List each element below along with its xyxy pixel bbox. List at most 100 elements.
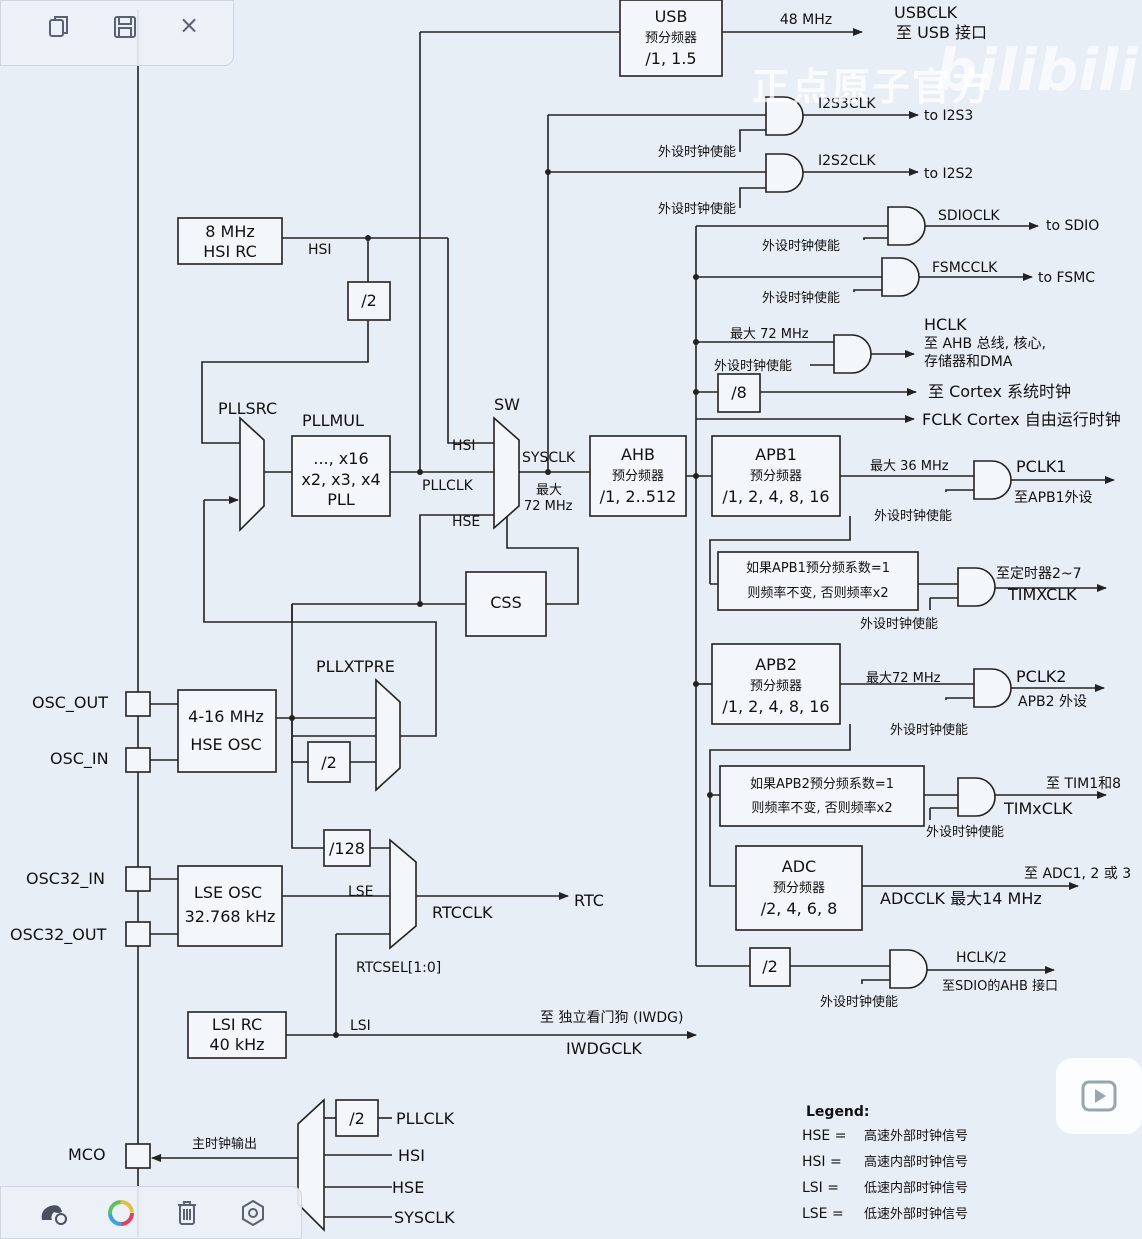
play-button[interactable] — [1056, 1058, 1142, 1134]
to-sdio-label: to SDIO — [1046, 218, 1099, 234]
hse-div2-box — [307, 741, 351, 783]
lse-box-name: LSE OSC — [194, 883, 262, 902]
osc32-out-label: OSC32_OUT — [10, 925, 107, 945]
hclk-desc-2: 存储器和DMA — [924, 354, 1013, 370]
hsi-line-label: HSI — [308, 242, 332, 258]
legend-key-lse: LSE = — [802, 1206, 844, 1222]
hsi-div2-label: /2 — [361, 291, 377, 310]
pll-box-line2: x2, x3, x4 — [301, 470, 380, 489]
mco-input-pllclk: PLLCLK — [396, 1109, 455, 1128]
hclk2-gate — [889, 949, 928, 989]
hclk-desc-1: 至 AHB 总线, 核心, — [924, 336, 1046, 352]
apb1-box-div: /1, 2, 4, 8, 16 — [722, 487, 829, 506]
rtcsel-label: RTCSEL[1:0] — [356, 960, 441, 976]
pclk2-label: PCLK2 — [1016, 667, 1066, 686]
top-toolbar: × — [0, 0, 234, 66]
ahb-box-sub: 预分频器 — [612, 469, 664, 484]
usb-box-sub: 预分频器 — [645, 31, 697, 46]
hse-osc-box — [177, 689, 277, 773]
sdio-gate — [887, 206, 926, 246]
div128-box — [323, 829, 371, 867]
sysclk-max-freq: 72 MHz — [524, 499, 573, 514]
mco-input-hse: HSE — [392, 1178, 424, 1197]
apb2-note-box — [719, 765, 925, 827]
legend-val-hsi: 高速内部时钟信号 — [864, 1154, 968, 1170]
legend-key-hsi: HSI = — [802, 1154, 842, 1170]
iwdgclk-label: IWDGCLK — [566, 1039, 642, 1058]
save-icon[interactable] — [105, 7, 145, 47]
usb-box-div: /1, 1.5 — [645, 49, 696, 68]
hclk-max-label: 最大 72 MHz — [730, 327, 809, 342]
sdio-enable-label: 外设时钟使能 — [762, 238, 840, 254]
hclk2-desc: 至SDIO的AHB 接口 — [942, 978, 1058, 994]
i2s3-enable-label: 外设时钟使能 — [658, 144, 736, 160]
color-settings-icon[interactable] — [33, 1193, 73, 1233]
adc-prescaler-box — [735, 845, 863, 931]
pclk1-desc: 至APB1外设 — [1014, 490, 1093, 506]
hsi-box-name: HSI RC — [203, 242, 256, 261]
osc32-in-pin — [125, 866, 151, 892]
i2s2clk-label: I2S2CLK — [818, 153, 876, 169]
pllmul-label: PLLMUL — [302, 411, 364, 430]
usb-interface-label: 至 USB 接口 — [896, 23, 987, 42]
timxclk2-gate — [957, 777, 996, 817]
sw-label: SW — [494, 395, 520, 414]
bottom-toolbar — [0, 1186, 302, 1239]
lsi-box-name: LSI RC — [212, 1015, 262, 1034]
osc32-out-pin — [125, 921, 151, 947]
pll-box-line1: ..., x16 — [313, 449, 368, 468]
adc-box-div: /2, 4, 6, 8 — [761, 899, 838, 918]
hsi-box-freq: 8 MHz — [205, 222, 255, 241]
mco-pin — [125, 1143, 151, 1169]
settings-icon[interactable] — [233, 1193, 273, 1233]
legend-key-hse: HSE = — [802, 1128, 846, 1144]
close-icon[interactable]: × — [178, 11, 200, 39]
hclk2-enable-label: 外设时钟使能 — [820, 994, 898, 1010]
rtcsel-mux — [389, 838, 417, 950]
mco-out-label: 主时钟输出 — [192, 1136, 257, 1152]
hclk-label: HCLK — [924, 315, 967, 334]
ahb-box-div: /1, 2..512 — [600, 487, 677, 506]
lse-box-freq: 32.768 kHz — [185, 907, 276, 926]
sysclk-max-label: 最大 — [536, 483, 562, 498]
i2s2-enable-label: 外设时钟使能 — [658, 201, 736, 217]
play-icon — [1081, 1080, 1117, 1112]
hclk-gate — [833, 334, 872, 374]
legend-val-hse: 高速外部时钟信号 — [864, 1128, 968, 1144]
fsmc-enable-label: 外设时钟使能 — [762, 290, 840, 306]
to-i2s3-label: to I2S3 — [924, 108, 973, 124]
copy-icon[interactable] — [39, 7, 79, 47]
timxclk2-enable-label: 外设时钟使能 — [926, 824, 1004, 840]
pclk2-gate — [973, 668, 1012, 708]
hclk-enable-label: 外设时钟使能 — [714, 358, 792, 374]
sw-mux — [493, 416, 520, 530]
ahb-prescaler-box — [589, 435, 687, 517]
apb2-box-div: /1, 2, 4, 8, 16 — [722, 697, 829, 716]
osc-in-label: OSC_IN — [50, 749, 109, 769]
i2s3clk-label: I2S3CLK — [818, 96, 876, 112]
legend-val-lse: 低速外部时钟信号 — [864, 1206, 968, 1222]
pllsrc-mux — [239, 416, 265, 532]
div8-label: /8 — [731, 383, 747, 402]
css-box — [465, 571, 547, 637]
hse-box-name: HSE OSC — [190, 735, 261, 754]
to-i2s2-label: to I2S2 — [924, 166, 973, 182]
adcclk-label: ADCCLK 最大14 MHz — [880, 889, 1042, 908]
pllxtpre-label: PLLXTPRE — [316, 657, 395, 676]
hclk2-label: HCLK/2 — [956, 950, 1007, 966]
rtcclk-label: RTCCLK — [432, 903, 493, 922]
hse-box-freq: 4-16 MHz — [188, 707, 264, 726]
osc-out-label: OSC_OUT — [32, 693, 108, 713]
fsmc-gate — [881, 257, 920, 297]
apb2-note-1: 如果APB2预分频系数=1 — [750, 776, 894, 792]
apb1-note-2: 则频率不变, 否则频率x2 — [747, 585, 888, 601]
mco-label: MCO — [68, 1145, 106, 1164]
trash-icon[interactable] — [167, 1193, 207, 1233]
div128-label: /128 — [329, 839, 365, 858]
hclk-div2-label: /2 — [762, 957, 778, 976]
adc-box-sub: 预分频器 — [773, 881, 825, 896]
bilibili-logo: bilibili — [935, 36, 1138, 104]
watermark-text: 正点原子官方 — [751, 65, 992, 109]
color-wheel-icon[interactable] — [101, 1193, 141, 1233]
apb2-box-title: APB2 — [755, 655, 797, 674]
